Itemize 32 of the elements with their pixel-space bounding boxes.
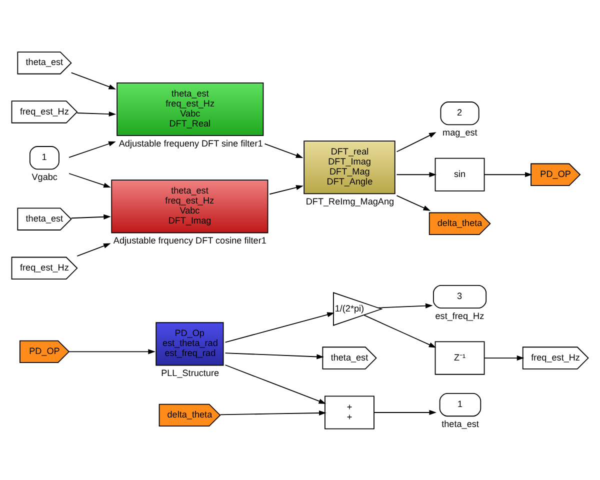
- arrow: [484, 355, 524, 361]
- arrow: [224, 364, 326, 404]
- node-label: Adjustable frquency DFT cosine filter1: [113, 236, 266, 246]
- node-label: Adjustable frequeny DFT sine filter1: [118, 138, 263, 148]
- arrow: [396, 172, 436, 178]
- arrow: [220, 410, 326, 416]
- arrow: [378, 303, 433, 308]
- arrow: [70, 214, 111, 220]
- arrow: [396, 132, 436, 152]
- arrow: [68, 141, 116, 158]
- node-label: theta_est: [442, 419, 479, 430]
- arrow: [484, 172, 532, 178]
- arrow: [76, 243, 111, 256]
- arrow: [264, 143, 304, 158]
- node-label: DFT_ReImg_MagAng: [306, 196, 394, 207]
- node-box: sin: [434, 158, 485, 192]
- arrow: [70, 72, 116, 90]
- node-label: PLL_Structure: [161, 368, 220, 378]
- node-box: Z⁻¹: [434, 341, 485, 375]
- arrow: [68, 173, 111, 188]
- arrow: [269, 185, 304, 195]
- node-label: est_freq_Hz: [435, 310, 484, 321]
- arrow: [68, 349, 156, 354]
- arrow: [396, 195, 431, 211]
- arrow: [76, 111, 116, 117]
- node-label: mag_est: [442, 128, 478, 138]
- node-box: + +: [324, 396, 374, 430]
- arrow: [364, 314, 436, 348]
- arrow: [374, 410, 436, 416]
- arrow: [224, 312, 334, 343]
- node-label: Vgabc: [32, 172, 58, 182]
- arrow: [224, 352, 324, 360]
